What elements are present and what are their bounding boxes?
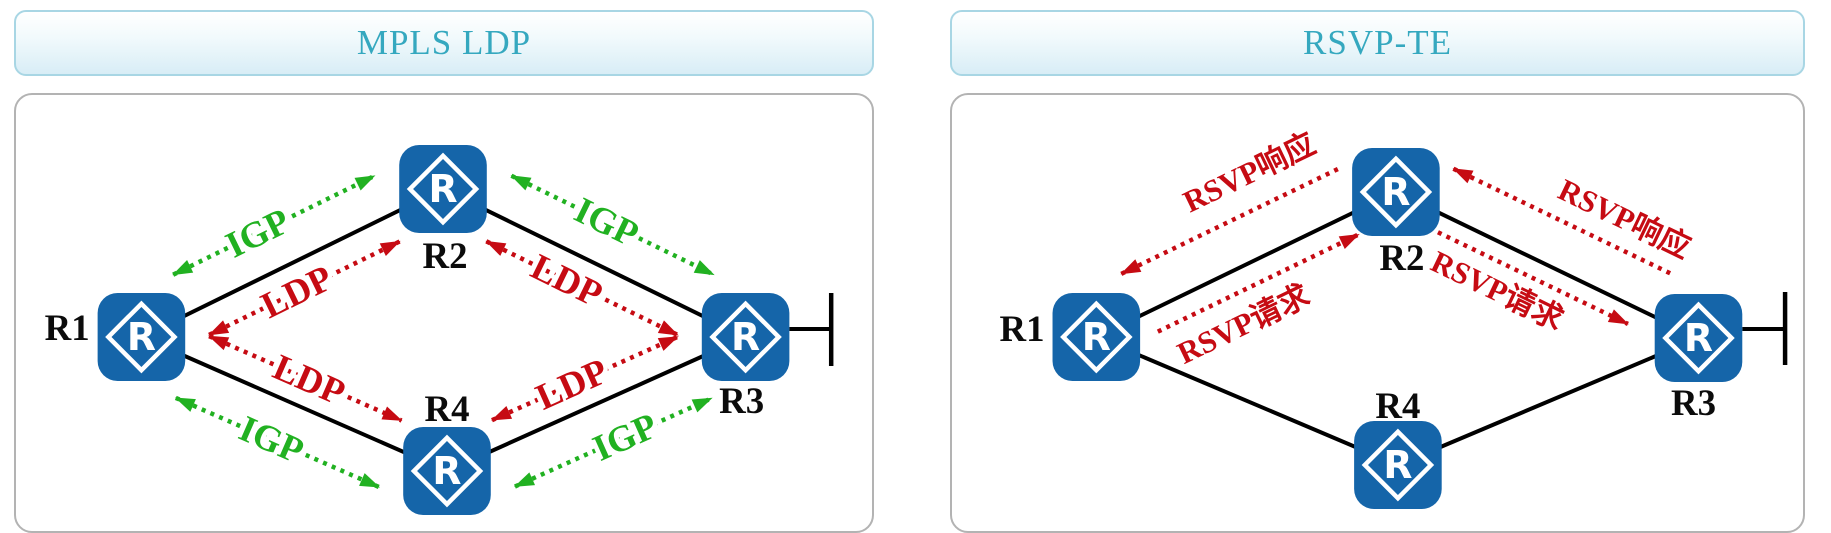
router-glyph: R: [1383, 443, 1412, 487]
router-glyph: R: [1684, 316, 1713, 360]
igp-arrow-R4-R3: [514, 396, 713, 489]
link-R2-R3: [1395, 190, 1700, 340]
rsvp-response-arrow-R1-R2: [1120, 166, 1340, 276]
panel-title-rsvp-te: RSVP-TE: [950, 10, 1805, 76]
router-R2: R: [399, 145, 487, 233]
router-glyph: R: [1082, 315, 1111, 359]
ldp-arrow-R1-R4: [208, 334, 403, 423]
ldp-label-R2-R3: LDP: [525, 246, 609, 315]
router-R3: R: [701, 293, 790, 381]
router-icon: [1354, 421, 1442, 509]
igp-label-R4-R3: IGP: [587, 404, 663, 468]
router-glyph: R: [127, 315, 156, 359]
router-label-R1: R1: [1000, 308, 1045, 349]
router-diamond-icon: [1361, 428, 1435, 502]
router-label-R2: R2: [422, 235, 467, 276]
igp-label-R2-R3: IGP: [568, 189, 645, 255]
router-label-R3: R3: [719, 380, 764, 421]
rsvp-response-arrow-R2-R3: [1452, 166, 1675, 277]
router-glyph: R: [1381, 170, 1410, 214]
router-glyph: R: [432, 449, 461, 493]
ldp-label-R1-R2: LDP: [255, 257, 339, 326]
rsvp-request-arrow-R2-R3: [1428, 226, 1629, 326]
router-R3: R: [1654, 294, 1743, 382]
router-label-R2: R2: [1379, 237, 1424, 278]
router-diamond-icon: [1060, 300, 1133, 374]
router-diamond-icon: [105, 300, 178, 374]
router-R1: R: [1052, 293, 1141, 381]
canvas: { "colors": { "router_blue": "#1565a9", …: [14, 10, 1805, 533]
ldp-label-R1-R4: LDP: [267, 346, 351, 413]
link-R1-R4: [1095, 335, 1399, 467]
ldp-label-R4-R3: LDP: [530, 350, 614, 418]
router-diamond-icon: [1359, 155, 1433, 229]
router-label-R4: R4: [424, 388, 469, 429]
link-R1-R2: [1095, 190, 1397, 339]
router-R1: R: [97, 293, 186, 381]
ldp-arrow-R1-R2: [208, 239, 401, 337]
router-icon: [1654, 294, 1743, 382]
rsvp-request-label-R2-R3: RSVP请求: [1426, 244, 1569, 338]
router-R4: R: [403, 427, 491, 515]
router-R2: R: [1352, 148, 1440, 236]
router-diamond-icon: [1662, 301, 1735, 375]
router-icon: [97, 293, 186, 381]
router-label-R1: R1: [45, 307, 90, 348]
router-icon: [701, 293, 790, 381]
router-glyph: R: [731, 315, 760, 359]
router-label-R3: R3: [1671, 382, 1716, 423]
router-R4: R: [1354, 421, 1442, 509]
rsvp-response-label-R1-R2: RSVP响应: [1178, 126, 1321, 220]
panel-title-mpls-ldp: MPLS LDP: [14, 10, 874, 76]
router-icon: [1352, 148, 1440, 236]
igp-label-R1-R2: IGP: [219, 200, 296, 266]
router-icon: [1052, 293, 1141, 381]
link-R4-R3: [1397, 336, 1700, 467]
router-glyph: R: [428, 167, 457, 211]
router-diamond-icon: [410, 434, 484, 508]
ldp-arrow-R2-R3: [485, 239, 679, 338]
router-icon: [403, 427, 491, 515]
router-icon: [399, 145, 487, 233]
igp-label-R1-R4: IGP: [233, 407, 309, 471]
router-diamond-icon: [406, 152, 480, 226]
router-diamond-icon: [709, 300, 782, 374]
router-label-R4: R4: [1375, 385, 1420, 426]
